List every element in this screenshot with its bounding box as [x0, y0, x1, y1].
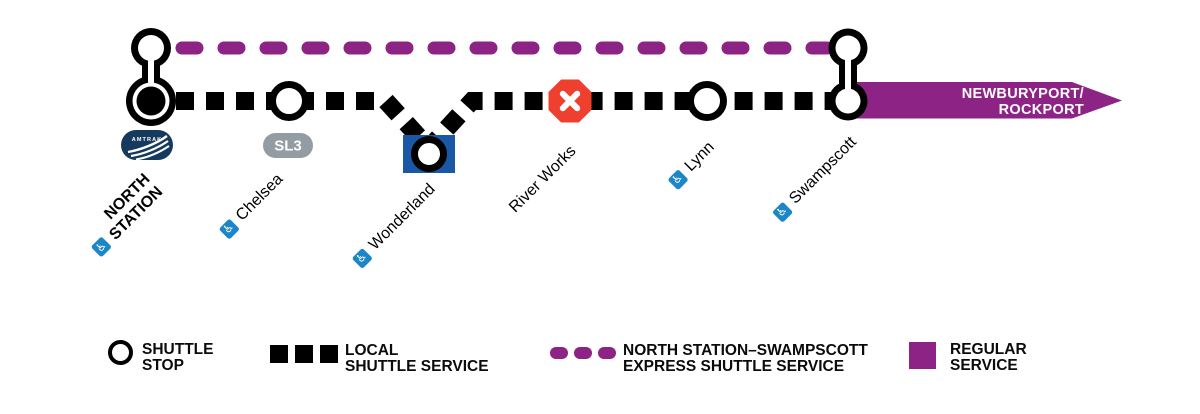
legend-label: NORTH STATION–SWAMPSCOTT EXPRESS SHUTTLE…: [623, 343, 868, 374]
legend-item-shuttle-stop: SHUTTLE STOP: [108, 340, 213, 373]
route-map: NEWBURYPORT/ ROCKPORT: [121, 28, 1122, 173]
local-shuttle-swatch: [270, 345, 338, 363]
legend: SHUTTLE STOP LOCAL SHUTTLE SERVICE NORTH…: [0, 336, 1200, 406]
legend-label-line1: REGULAR: [950, 341, 1027, 358]
transfer-marker-north-station: [126, 28, 176, 126]
regular-service-arrow: [848, 82, 1122, 119]
legend-item-express-shuttle: NORTH STATION–SWAMPSCOTT EXPRESS SHUTTLE…: [550, 343, 868, 374]
silver-line-badge: SL3: [263, 133, 313, 158]
station-marker-lynn: [687, 81, 727, 121]
destination-label-line2: ROCKPORT: [999, 102, 1084, 118]
transfer-marker-swampscott: [828, 28, 868, 121]
amtrak-logo-text: AMTRAK: [132, 137, 162, 143]
wheelchair-glyph: ♿: [773, 202, 791, 220]
express-shuttle-swatch: [550, 347, 616, 359]
legend-label-line1: NORTH STATION–SWAMPSCOTT: [623, 342, 868, 359]
legend-label: SHUTTLE STOP: [142, 342, 213, 373]
legend-item-local-shuttle: LOCAL SHUTTLE SERVICE: [270, 343, 489, 374]
legend-label: LOCAL SHUTTLE SERVICE: [345, 343, 489, 374]
wheelchair-glyph: ♿: [92, 237, 110, 256]
legend-label-line2: SERVICE: [950, 356, 1018, 374]
legend-label-line2: SHUTTLE SERVICE: [345, 357, 489, 375]
legend-label-line1: SHUTTLE: [142, 341, 214, 358]
destination-label-line1: NEWBURYPORT/: [962, 86, 1084, 102]
legend-item-regular-service: REGULAR SERVICE: [909, 342, 1027, 373]
silver-line-badge-text: SL3: [274, 138, 302, 155]
wheelchair-glyph: ♿: [220, 219, 238, 237]
x-icon: [559, 90, 581, 112]
legend-label-line1: LOCAL: [345, 342, 399, 359]
legend-label: REGULAR SERVICE: [950, 342, 1027, 373]
shuttle-stop-swatch: [108, 340, 133, 365]
station-marker-wonderland: [411, 136, 447, 172]
wheelchair-glyph: ♿: [352, 248, 371, 267]
amtrak-logo: AMTRAK: [121, 130, 173, 161]
legend-label-line2: STOP: [142, 356, 184, 374]
legend-label-line2: EXPRESS SHUTTLE SERVICE: [623, 357, 845, 375]
wheelchair-glyph: ♿: [668, 170, 686, 188]
station-marker-chelsea: [269, 81, 309, 121]
terminal-dot: [136, 86, 166, 116]
closed-station-icon: [548, 79, 592, 123]
regular-service-swatch: [909, 342, 936, 369]
